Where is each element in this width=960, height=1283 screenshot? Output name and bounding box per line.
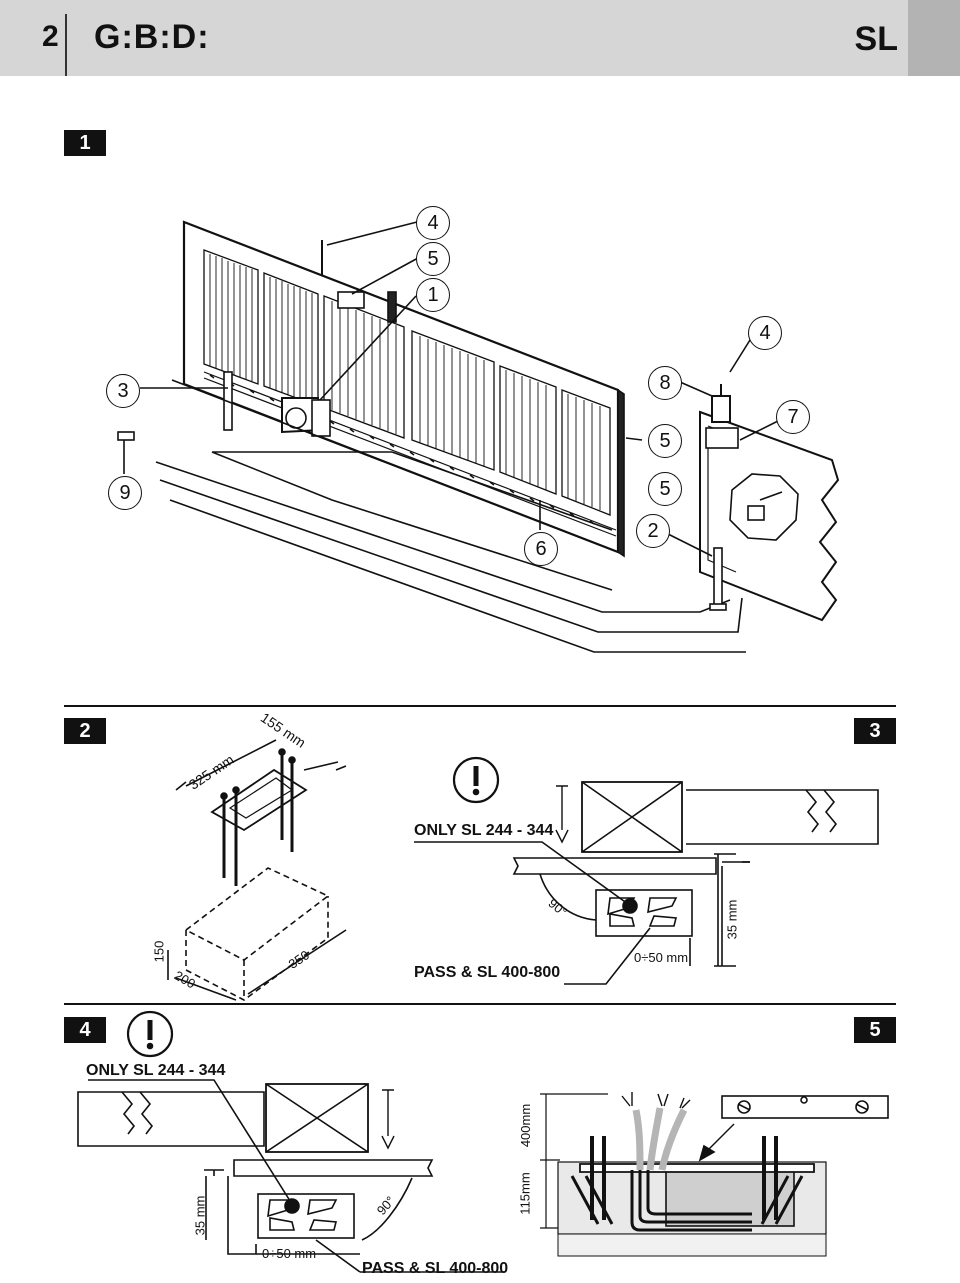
section-badge-1: 1 [64,130,106,156]
section-divider [64,1003,896,1005]
callout-4: 4 [416,206,450,240]
gate-illustration [117,220,840,653]
callout-5: 5 [416,242,450,276]
product-name: SL [854,20,898,58]
callout-4: 4 [748,316,782,350]
range-label: 0÷50 mm [634,950,689,965]
range-label: 0÷50 mm [262,1246,317,1261]
callout-6: 6 [524,532,558,566]
section-badge-2: 2 [64,718,106,744]
only-sl-label: ONLY SL 244 - 344 [86,1062,226,1079]
depth-115-label: 115mm [517,1172,533,1215]
brand-logo: G:B:D: [94,18,210,56]
callout-2: 2 [636,514,670,548]
only-sl-label: ONLY SL 244 - 344 [414,822,554,839]
callout-1: 1 [416,278,450,312]
height-label: 35 mm [192,1195,208,1236]
callout-5: 5 [648,472,682,506]
page-number: 2 [42,20,59,53]
header-tab [908,0,960,76]
callout-9: 9 [108,476,142,510]
callout-7: 7 [776,400,810,434]
section-divider [64,705,896,707]
page-header [0,0,960,76]
height-label: 35 mm [724,899,740,940]
conduit-cross-section [540,1092,889,1257]
callout-3: 3 [106,374,140,408]
rack-height-illustration-top [414,756,879,985]
pass-sl-label: PASS & SL 400-800 [414,964,561,981]
section-badge-5: 5 [854,1017,896,1043]
depth-400-label: 400mm [518,1103,534,1148]
callout-8: 8 [648,366,682,400]
rack-height-illustration-bottom [77,1010,504,1273]
section-badge-3: 3 [854,718,896,744]
foundation-plate-illustration [167,739,347,1001]
dimension-150: 150 [151,940,167,963]
section-badge-4: 4 [64,1017,106,1043]
header-divider [65,14,67,76]
callout-5: 5 [648,424,682,458]
pass-sl-label: PASS & SL 400-800 [362,1260,509,1277]
